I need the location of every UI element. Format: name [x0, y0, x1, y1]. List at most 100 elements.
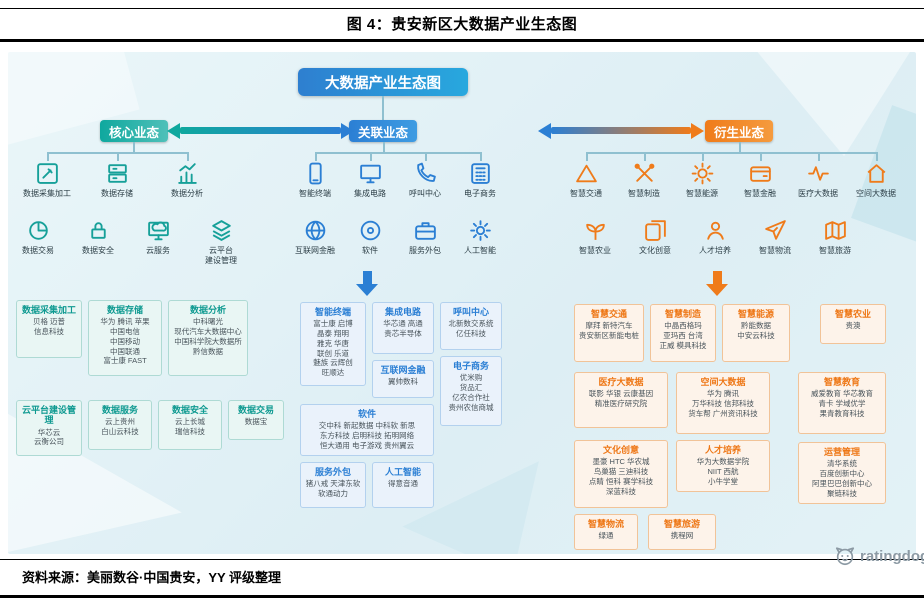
box-title: 智慧交通	[590, 309, 627, 319]
smartphone-icon	[303, 161, 328, 186]
icon-label: 互联网金融	[295, 246, 335, 255]
box-companies: 华为 腾讯 苹果 中国电信 中国移动 中国联通 富士康 FAST	[100, 317, 150, 366]
box-software: 软件 交中科 新起数据 中科软 新思 东方科技 启明科技 拓明网络 恒大通用 电…	[300, 404, 434, 456]
box-title: 云平台建设管理	[21, 405, 76, 426]
arrowhead-right-icon	[341, 122, 354, 139]
box-companies: 华为 腾讯 万华科技 信邦科技 货车帮 广州资讯科技	[688, 389, 758, 418]
icon-label: 智慧制造	[628, 189, 660, 198]
figure-title: 图 4：贵安新区大数据产业生态图	[346, 16, 578, 33]
icon-label: 数据存储	[101, 189, 133, 198]
icon-cell-data-trading: 数据交易	[8, 218, 68, 256]
icon-label: 文化创意	[639, 246, 671, 255]
tools-icon	[632, 161, 657, 186]
arrowhead-right-icon	[691, 122, 704, 139]
connector	[187, 152, 189, 161]
connector	[760, 152, 762, 161]
icon-cell-integrated-circuit: 集成电路	[337, 161, 403, 199]
category-related: 关联业态	[349, 120, 417, 142]
box-companies: 交中科 新起数据 中科软 新思 东方科技 启明科技 拓明网络 恒大通用 电子游戏…	[318, 421, 416, 450]
briefcase-icon	[413, 218, 438, 243]
bar-chart-icon	[175, 161, 200, 186]
box-companies: 摩拜 新特汽车 贵安新区新能电桩	[579, 321, 639, 341]
icon-cell-ai: 人工智能	[447, 218, 513, 256]
icon-cell-smart-finance: 智慧金融	[733, 161, 787, 199]
dog-icon	[835, 547, 855, 566]
icon-label: 呼叫中心	[409, 189, 441, 198]
box-ai: 人工智能 得意音通	[372, 462, 434, 508]
icon-label: 数据采集加工	[23, 189, 71, 198]
arrow-related-derived	[551, 127, 691, 134]
icon-label: 空间大数据	[856, 189, 896, 198]
phone-icon	[413, 161, 438, 186]
gear-icon	[468, 218, 493, 243]
root-node: 大数据产业生态图	[298, 68, 468, 96]
box-ecommerce: 电子商务 优米购 货品汇 亿农合作社 贵州农信商城	[440, 356, 502, 426]
box-title: 智慧物流	[587, 519, 624, 529]
connector	[739, 142, 741, 152]
box-service-outsourcing: 服务外包 猪八戒 天津东软 软通动力	[300, 462, 366, 508]
icon-cell-software: 软件	[337, 218, 403, 256]
box-companies: 威爱教育 华芯教育 青卡 学域优学 果青教育科技	[810, 389, 874, 418]
box-title: 数据服务	[101, 405, 138, 415]
box-title: 智慧旅游	[663, 519, 700, 529]
disc-icon	[358, 218, 383, 243]
arrow-core-related	[180, 127, 341, 134]
box-title: 数据安全	[171, 405, 208, 415]
connector	[876, 152, 878, 161]
lock-icon	[86, 218, 111, 243]
connector	[47, 152, 49, 161]
box-data-trading: 数据交易 数据宝	[228, 400, 284, 440]
box-companies: 华为大数据学院 NIIT 西航 小牛学堂	[696, 457, 750, 486]
storage-icon	[105, 161, 130, 186]
box-companies: 优米购 货品汇 亿农合作社 贵州农信商城	[448, 373, 494, 412]
icon-label: 软件	[362, 246, 378, 255]
box-smart-tourism: 智慧旅游 携程网	[648, 514, 716, 550]
box-title: 运营管理	[823, 447, 860, 457]
arrowhead-left-icon	[167, 122, 180, 139]
box-companies: 数据宝	[244, 417, 268, 427]
box-companies: 中晶西格玛 亚玛西 台湾 正威 模具科技	[659, 321, 707, 350]
box-call-center: 呼叫中心 北新数交系统 亿任科技	[440, 302, 502, 350]
pulse-icon	[806, 161, 831, 186]
arrowhead-left-icon	[538, 122, 551, 139]
monitor-icon	[358, 161, 383, 186]
icon-cell-call-center: 呼叫中心	[392, 161, 458, 199]
plane-icon	[763, 218, 788, 243]
category-derived: 衍生业态	[705, 120, 773, 142]
box-internet-finance: 互联网金融 翼帅数科	[372, 360, 434, 398]
icon-label: 集成电路	[354, 189, 386, 198]
box-companies: 墨豪 HTC 华农城 鸟巢猫 三迪科技 点睛 恒科 赛学科技 深蓝科技	[588, 457, 654, 496]
box-title: 数据交易	[237, 405, 274, 415]
icon-label: 智能终端	[299, 189, 331, 198]
icon-cell-smart-energy: 智慧能源	[675, 161, 729, 199]
box-smart-agriculture: 智慧农业 贵澳	[820, 304, 886, 344]
box-smart-transport: 智慧交通 摩拜 新特汽车 贵安新区新能电桩	[574, 304, 644, 362]
box-cloud-platform: 云平台建设管理 华芯云 云衡公司	[16, 400, 82, 456]
connector	[586, 152, 877, 154]
box-companies: 翼帅数科	[388, 377, 418, 387]
icon-label: 智慧能源	[686, 189, 718, 198]
icon-cell-data-analysis: 数据分析	[152, 161, 222, 199]
connector	[117, 152, 119, 161]
box-spatial-bigdata: 空间大数据 华为 腾讯 万华科技 信邦科技 货车帮 广州资讯科技	[676, 372, 770, 434]
icon-cell-data-security: 数据安全	[68, 218, 128, 256]
box-companies: 云上贵州 白山云科技	[101, 417, 139, 437]
box-data-service: 数据服务 云上贵州 白山云科技	[88, 400, 152, 450]
icon-cell-smart-agriculture: 智慧农业	[568, 218, 622, 256]
connector	[702, 152, 704, 161]
layers-icon	[209, 218, 234, 243]
wallet-icon	[748, 161, 773, 186]
box-title: 空间大数据	[700, 377, 746, 387]
connector	[315, 152, 317, 161]
icon-cell-cultural-creative: 文化创意	[628, 218, 682, 256]
box-smart-logistics: 智慧物流 绿通	[574, 514, 638, 550]
box-companies: 贝格 迈普 信息科技	[32, 317, 66, 337]
bottom-rule	[0, 595, 924, 598]
box-talent-training: 人才培养 华为大数据学院 NIIT 西航 小牛学堂	[676, 440, 770, 492]
icon-cell-data-collection: 数据采集加工	[12, 161, 82, 199]
icon-label: 数据安全	[82, 246, 114, 255]
pencil-icon	[35, 161, 60, 186]
icon-cell-internet-finance: 互联网金融	[282, 218, 348, 256]
box-operation-management: 运营管理 清华系统 百度创新中心 阿里巴巴创新中心 聚链科技	[798, 442, 886, 504]
down-arrow-derived-icon	[706, 271, 728, 296]
